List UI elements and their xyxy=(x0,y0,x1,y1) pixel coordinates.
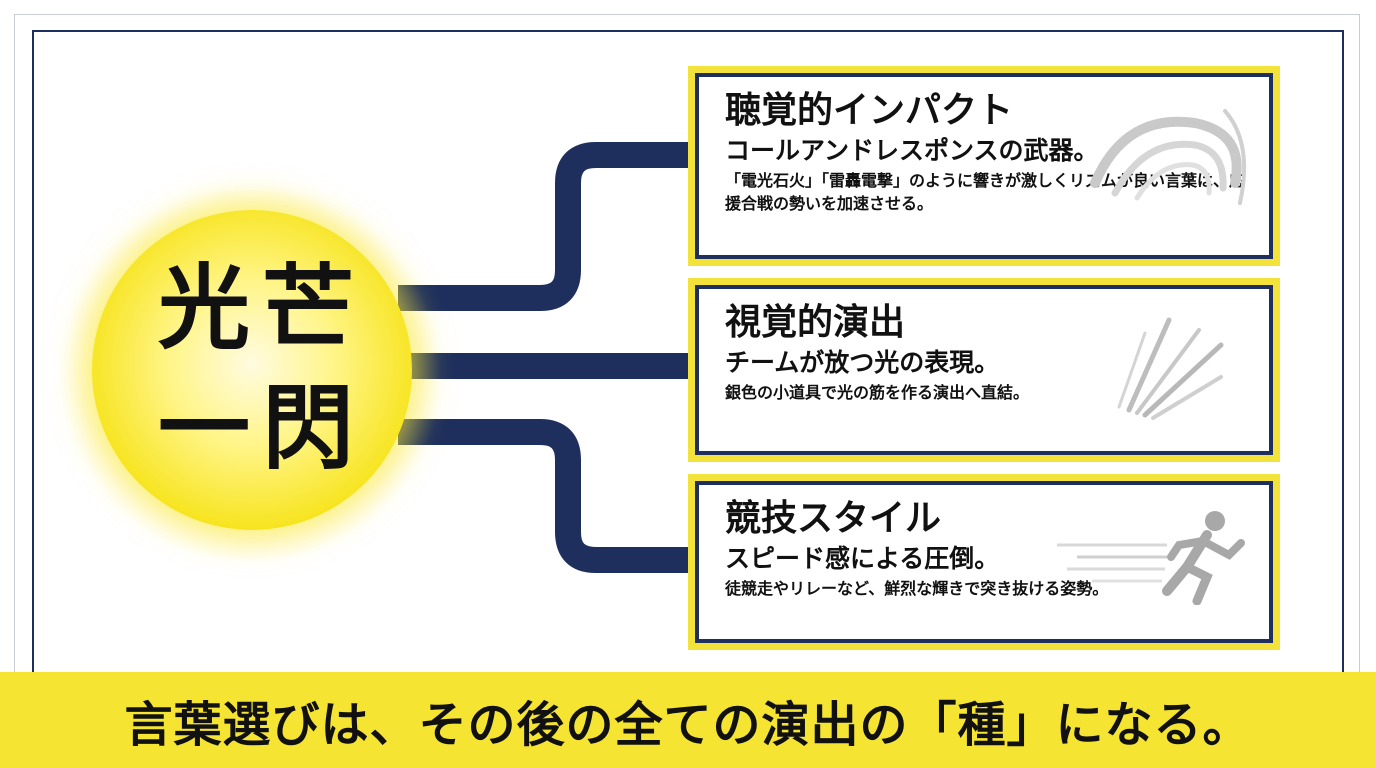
title-char-1: 光 xyxy=(158,254,251,362)
item-description: 「電光石火」「雷轟電撃」のように響きが激しくリズムが良い言葉は、応援合戦の勢いを… xyxy=(725,171,1246,213)
item-subtitle: チームが放つ光の表現。 xyxy=(725,348,1000,377)
item-title: 視覚的演出 xyxy=(725,302,906,343)
banner-text: 言葉選びは、その後の全ての演出の「種」になる。 xyxy=(124,697,1252,753)
item-box-inner: 聴覚的インパクト コールアンドレスポンスの武器。 「電光石火」「雷轟電撃」のよう… xyxy=(695,73,1273,259)
item-box-auditory: 聴覚的インパクト コールアンドレスポンスの武器。 「電光石火」「雷轟電撃」のよう… xyxy=(688,66,1280,266)
bottom-banner: 言葉選びは、その後の全ての演出の「種」になる。 xyxy=(0,672,1376,768)
title-char-3: 一 xyxy=(158,374,251,482)
item-box-inner: 視覚的演出 チームが放つ光の表現。 銀色の小道具で光の筋を作る演出へ直結。 xyxy=(695,285,1273,455)
runner-icon xyxy=(1057,511,1245,605)
central-sun-circle xyxy=(92,210,412,530)
connector-top xyxy=(398,142,692,311)
title-char-4: 閃 xyxy=(262,374,355,482)
item-box-inner: 競技スタイル スピード感による圧倒。 徒競走やリレーなど、鮮烈な輝きで突き抜ける… xyxy=(695,481,1273,643)
inner-frame xyxy=(32,30,1344,680)
item-title: 聴覚的インパクト xyxy=(725,90,1014,131)
swirl-icon xyxy=(1090,109,1247,205)
item-box-competition: 競技スタイル スピード感による圧倒。 徒競走やリレーなど、鮮烈な輝きで突き抜ける… xyxy=(688,474,1280,650)
title-char-2: 芒 xyxy=(262,254,355,362)
item-description: 銀色の小道具で光の筋を作る演出へ直結。 xyxy=(725,383,1030,402)
connector-bottom xyxy=(398,419,692,573)
outer-frame xyxy=(14,14,1360,754)
item-subtitle: コールアンドレスポンスの武器。 xyxy=(725,136,1099,165)
item-subtitle: スピード感による圧倒。 xyxy=(725,544,1000,573)
item-description: 徒競走やリレーなど、鮮烈な輝きで突き抜ける姿勢。 xyxy=(725,579,1109,598)
light-rays-icon xyxy=(1117,317,1224,420)
item-box-visual: 視覚的演出 チームが放つ光の表現。 銀色の小道具で光の筋を作る演出へ直結。 xyxy=(688,278,1280,462)
item-title: 競技スタイル xyxy=(725,498,942,539)
